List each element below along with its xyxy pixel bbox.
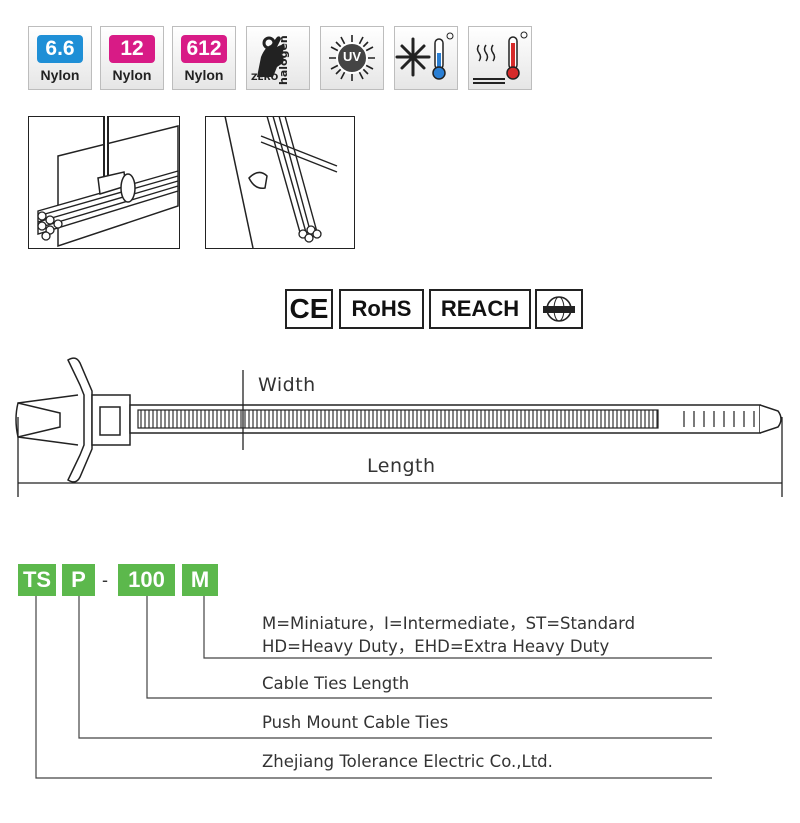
- ce-mark-text: CE: [289, 293, 329, 324]
- reach-badge: REACH: [429, 289, 531, 329]
- code-segment-series: TS: [18, 564, 56, 596]
- zero-text: ZERO: [251, 73, 279, 83]
- nylon-12-badge: 12: [109, 35, 155, 63]
- uv-text: UV: [342, 49, 362, 64]
- code-separator: -: [102, 570, 108, 590]
- install-drawing-left: [28, 116, 180, 249]
- snowflake-thermometer-icon: [395, 32, 454, 80]
- nylon-612-icon: 612 Nylon: [172, 26, 236, 90]
- heat-thermometer-icon: [473, 31, 528, 84]
- install-drawing-right: [205, 116, 355, 249]
- halogen-text: halogen: [277, 35, 290, 85]
- cold-resistant-icon: [394, 26, 458, 90]
- size-legend-line-1: M=Miniature，I=Intermediate，ST=Standard: [262, 614, 636, 633]
- globe-icon: [543, 296, 575, 322]
- reach-text: REACH: [440, 296, 520, 321]
- sun-icon: [329, 35, 375, 81]
- nylon-66-icon: 6.6 Nylon: [28, 26, 92, 90]
- width-label: Width: [258, 374, 316, 396]
- rohs-badge: RoHS: [339, 289, 424, 329]
- nylon-12-icon: 12 Nylon: [100, 26, 164, 90]
- rohs-text: RoHS: [351, 296, 412, 321]
- code-leader-lines: [35, 596, 712, 779]
- nylon-612-badge: 612: [181, 35, 227, 63]
- heat-resistant-icon: [468, 26, 532, 90]
- code-segment-size: M: [182, 564, 218, 596]
- sgs-globe-badge: [535, 289, 583, 329]
- nylon-66-badge: 6.6: [37, 35, 83, 63]
- uv-resistant-icon: UV: [320, 26, 384, 90]
- code-segment-type: P: [62, 564, 95, 596]
- maker-legend: Zhejiang Tolerance Electric Co.,Ltd.: [262, 752, 553, 771]
- hand-ok-icon: [257, 36, 285, 77]
- size-legend-line-2: HD=Heavy Duty，EHD=Extra Heavy Duty: [262, 637, 610, 656]
- length-label: Length: [367, 455, 436, 477]
- nylon-12-label: Nylon: [112, 67, 152, 83]
- code-segment-length: 100: [118, 564, 175, 596]
- type-legend: Push Mount Cable Ties: [262, 713, 449, 732]
- cable-tie-drawing: [15, 357, 783, 497]
- ce-mark-badge: CE: [285, 289, 333, 329]
- nylon-66-label: Nylon: [40, 67, 80, 83]
- zero-halogen-icon: ZERO halogen: [246, 26, 310, 90]
- nylon-612-label: Nylon: [184, 67, 224, 83]
- length-legend: Cable Ties Length: [262, 674, 410, 693]
